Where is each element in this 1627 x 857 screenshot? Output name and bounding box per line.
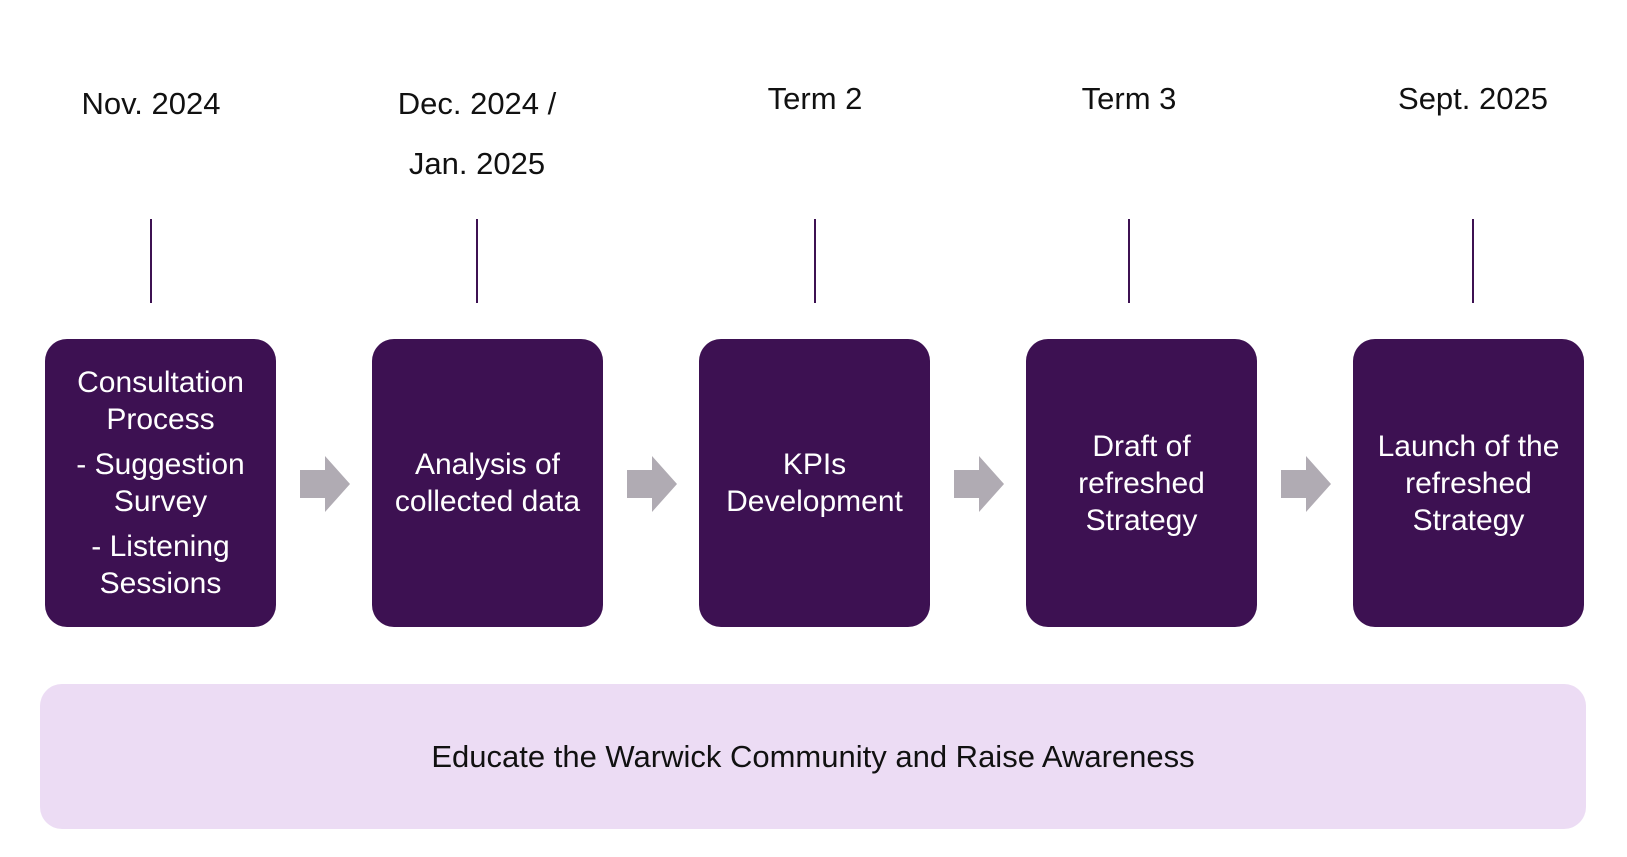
step-box-kpis: KPIs Development	[699, 339, 930, 627]
date-label-5: Sept. 2025	[1343, 69, 1603, 129]
timeline-tick	[476, 219, 478, 303]
step-box-launch: Launch of the refreshed Strategy	[1353, 339, 1584, 627]
arrow-right-icon	[300, 456, 350, 512]
date-text: Term 2	[767, 81, 863, 116]
arrow-right-icon	[627, 456, 677, 512]
step-text: Consultation Process	[77, 366, 244, 436]
step-text: - Suggestion Survey	[76, 448, 245, 518]
step-text: Analysis of collected data	[394, 448, 581, 518]
step-box-draft: Draft of refreshed Strategy	[1026, 339, 1257, 627]
step-box-consultation: Consultation Process - Suggestion Survey…	[45, 339, 276, 627]
date-text: Nov. 2024	[81, 86, 221, 121]
step-text: Draft of refreshed Strategy	[1078, 429, 1205, 537]
step-text: Launch of the refreshed Strategy	[1377, 429, 1560, 537]
date-text: Jan. 2025	[408, 146, 546, 181]
date-label-3: Term 2	[685, 69, 945, 129]
timeline-tick	[150, 219, 152, 303]
arrow-right-icon	[954, 456, 1004, 512]
date-text: Term 3	[1081, 81, 1177, 116]
timeline-tick	[1128, 219, 1130, 303]
arrow-right-icon	[1281, 456, 1331, 512]
date-text: Dec. 2024 /	[397, 86, 557, 121]
step-box-analysis: Analysis of collected data	[372, 339, 603, 627]
timeline-tick	[1472, 219, 1474, 303]
step-text: - Listening Sessions	[91, 530, 230, 600]
date-label-2: Dec. 2024 / Jan. 2025	[347, 74, 607, 194]
date-text: Sept. 2025	[1398, 81, 1548, 116]
date-label-1: Nov. 2024	[21, 74, 281, 134]
awareness-banner: Educate the Warwick Community and Raise …	[40, 684, 1586, 829]
banner-text: Educate the Warwick Community and Raise …	[431, 738, 1195, 774]
timeline-tick	[814, 219, 816, 303]
step-text: KPIs Development	[726, 448, 903, 518]
date-label-4: Term 3	[999, 69, 1259, 129]
